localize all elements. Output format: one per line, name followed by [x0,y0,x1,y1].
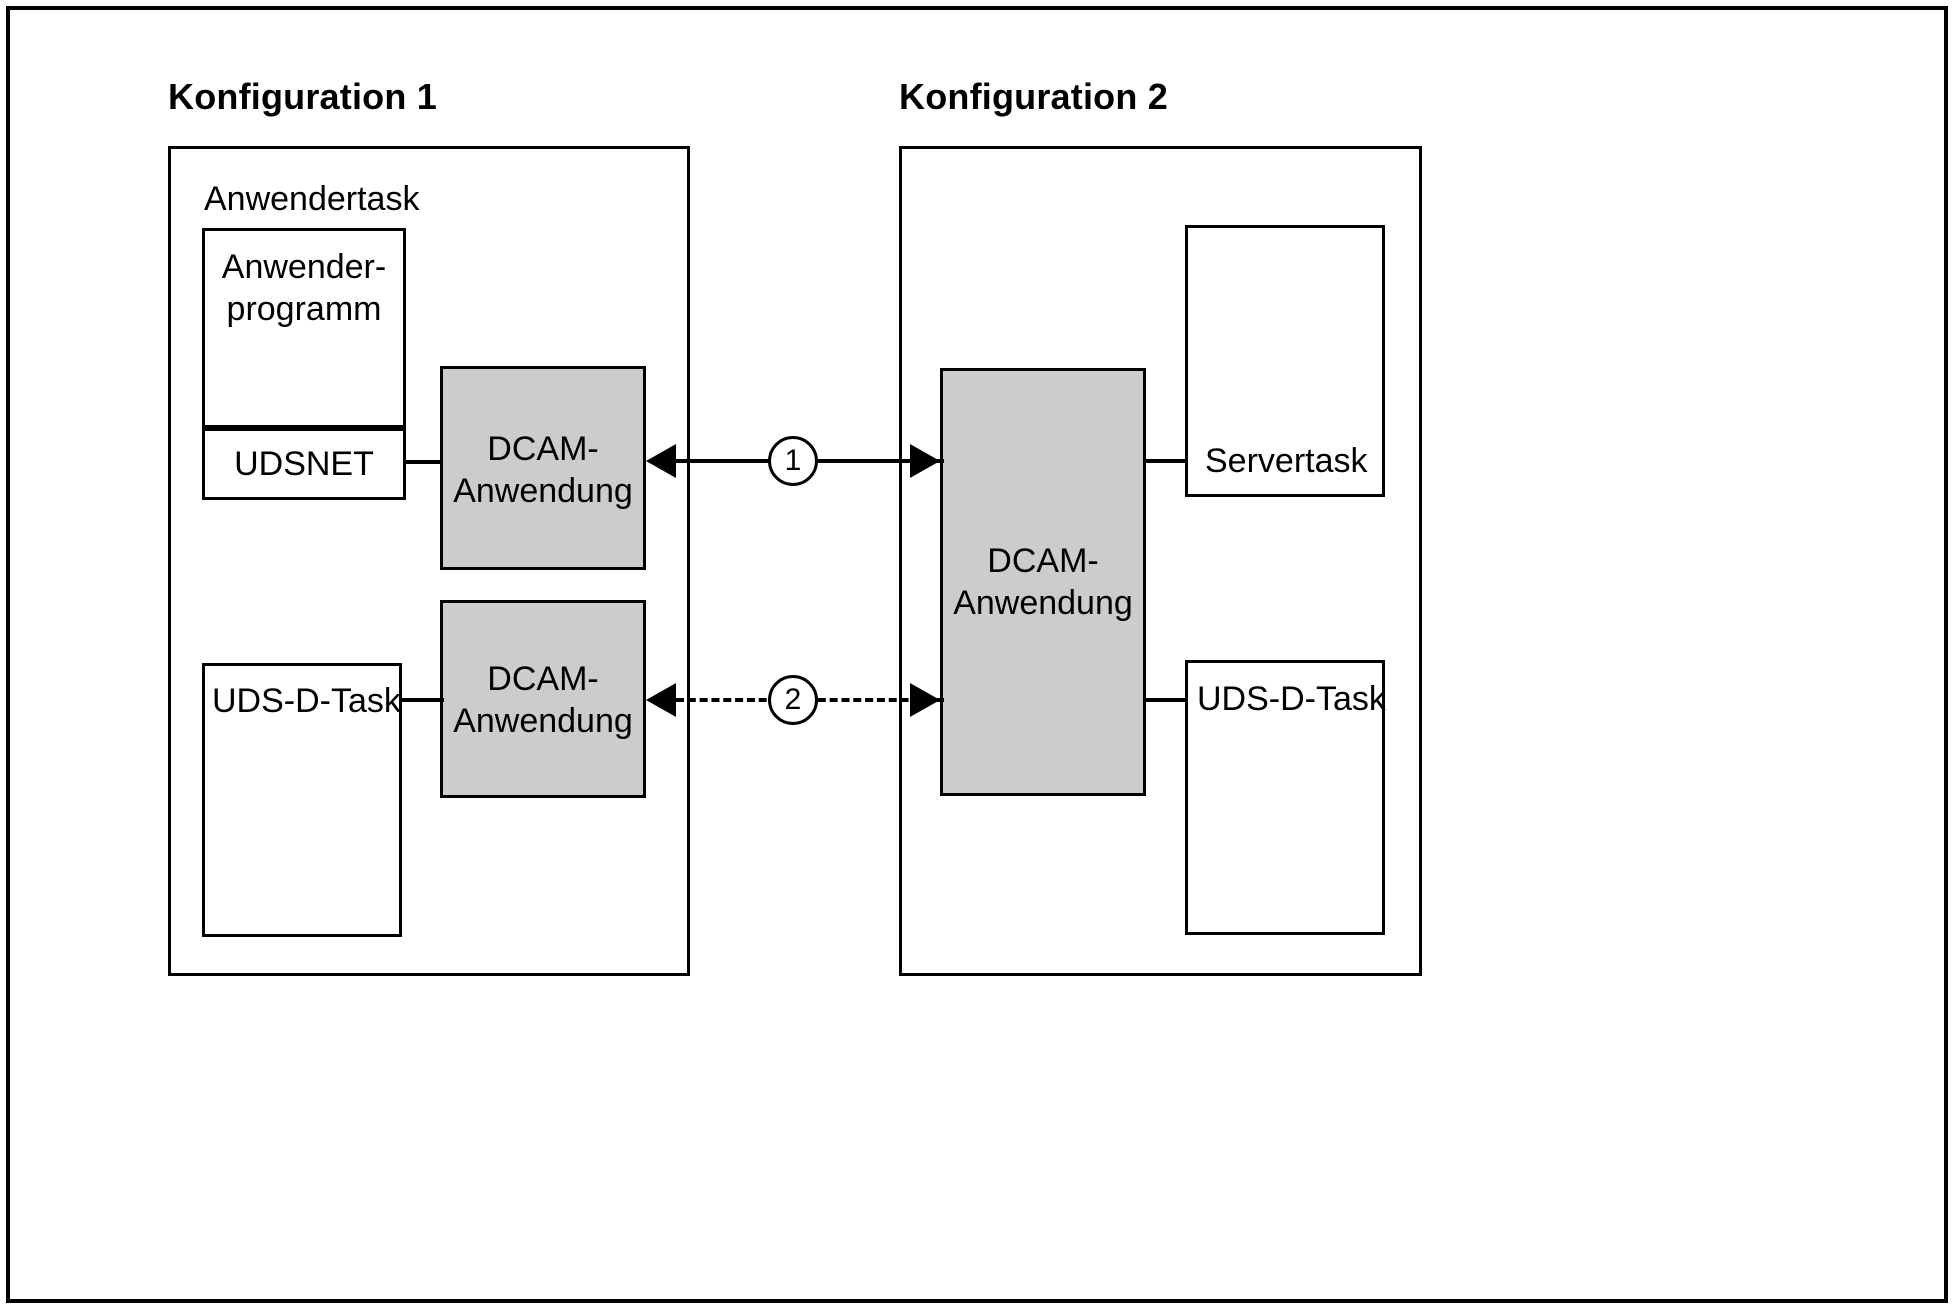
link-1-arrowhead-left [646,444,676,478]
anwenderprogramm-box [202,228,406,428]
udsnet-label: UDSNET [234,445,374,483]
connector-dcam-to-udsdtask-right [1144,698,1187,702]
servertask-label: Servertask [1205,442,1368,480]
dcam-anwendung-box-right [940,368,1146,796]
link-1-arrowhead-right [910,444,940,478]
dcam-anwendung-label-upper: DCAM- Anwendung [453,430,633,510]
konfiguration-2-panel [899,146,1422,976]
dcam-anwendung-label-right: DCAM- Anwendung [953,542,1133,622]
connector-udsdtask-to-dcam-left [400,698,444,702]
uds-d-task-box-left [202,663,402,937]
link-2-step-marker: 2 [768,675,818,725]
uds-d-task-label-left: UDS-D-Task [212,682,401,720]
connector-dcam-to-servertask [1144,459,1187,463]
uds-d-task-label-right: UDS-D-Task [1197,680,1386,718]
link-1-step-marker: 1 [768,436,818,486]
link-2-arrowhead-right [910,683,940,717]
dcam-anwendung-box-upper [440,366,646,570]
uds-d-task-box-right [1185,660,1385,935]
servertask-box [1185,225,1385,497]
link-2-arrowhead-left [646,683,676,717]
konfiguration-2-title: Konfiguration 2 [899,76,1168,117]
konfiguration-1-title: Konfiguration 1 [168,76,437,117]
anwendertask-label: Anwendertask [204,180,420,218]
konfiguration-1-panel [168,146,690,976]
anwenderprogramm-label: Anwender- programm [221,248,387,328]
connector-udsnet-to-dcam [404,460,444,464]
dcam-anwendung-label-lower: DCAM- Anwendung [453,660,633,740]
udsnet-box [202,428,406,500]
